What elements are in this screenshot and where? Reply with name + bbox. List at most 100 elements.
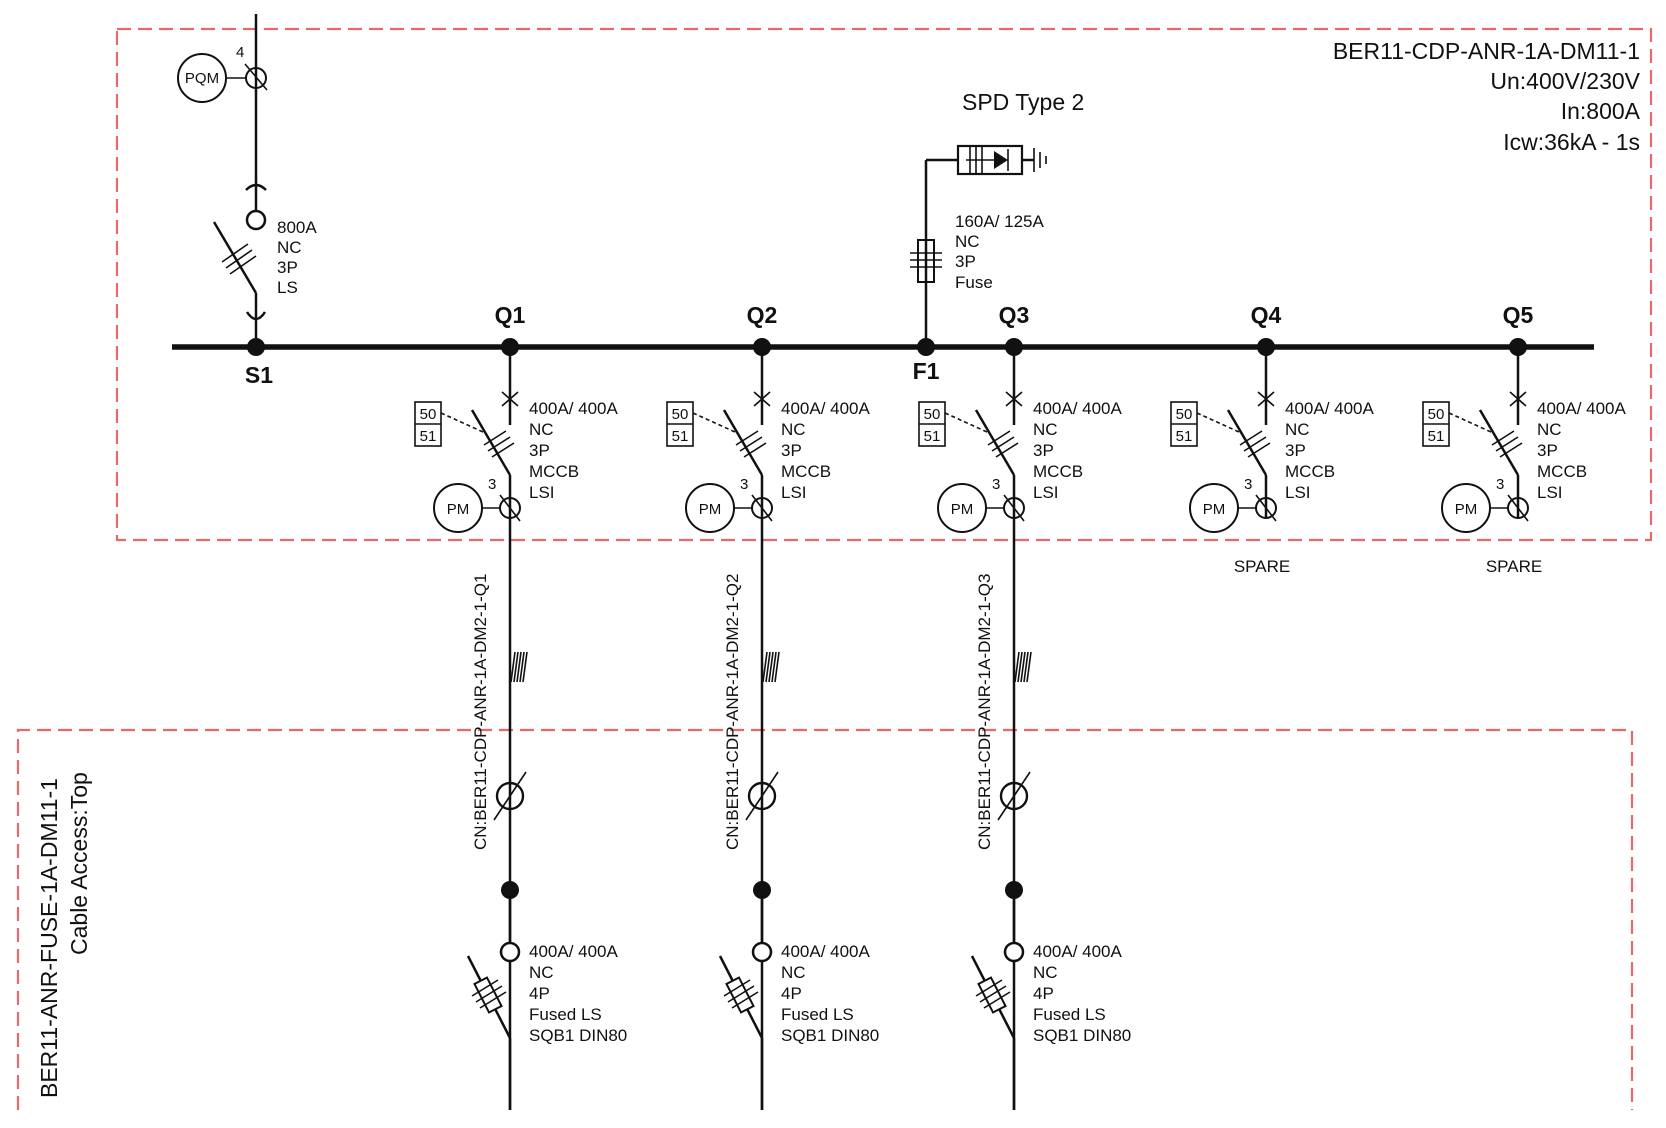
incomer-spec-type: LS xyxy=(277,278,298,297)
feeder-tag: Q2 xyxy=(747,302,778,328)
current-transformer xyxy=(245,67,267,89)
spd-title: SPD Type 2 xyxy=(962,89,1084,115)
cable-label: CN:BER11-CDP-ANR-1A-DM2-1-Q3 xyxy=(975,574,994,850)
bus-node xyxy=(1005,338,1023,356)
spd-fuse-icon xyxy=(910,239,942,283)
cable-gland xyxy=(747,781,777,811)
switch-spec: Fused LS xyxy=(1033,1005,1106,1024)
incomer-disconnect-contact xyxy=(245,209,267,231)
feeder-tag: Q3 xyxy=(999,302,1030,328)
switch-spec: NC xyxy=(781,963,806,982)
relay-code-50: 50 xyxy=(1428,406,1445,423)
panel-voltage: Un:400V/230V xyxy=(1490,68,1640,94)
spare-label: SPARE xyxy=(1486,557,1542,576)
feeder-spec: NC xyxy=(1033,420,1058,439)
switch-spec: NC xyxy=(1033,963,1058,982)
cable-gland xyxy=(495,781,525,811)
ground-icon xyxy=(1033,148,1047,172)
switch-spec: 4P xyxy=(781,984,802,1003)
fused-load-switch xyxy=(970,955,1016,1039)
spd-spec-rating: 160A/ 125A xyxy=(955,212,1045,231)
feeder-spec: 3P xyxy=(1285,441,1306,460)
surge-arrester-icon xyxy=(956,144,1024,176)
pqm-ct-ratio: 4 xyxy=(236,44,244,61)
switch-spec: 4P xyxy=(1033,984,1054,1003)
breaker-blade xyxy=(470,409,512,476)
breaker-blade xyxy=(1226,409,1268,476)
bus-node xyxy=(501,338,519,356)
power-meter xyxy=(433,483,483,533)
switch-spec: 400A/ 400A xyxy=(529,942,619,961)
spd-bus-node xyxy=(917,338,935,356)
fused-load-switch xyxy=(466,955,512,1039)
breaker-blade xyxy=(1478,409,1520,476)
feeder-spec: LSI xyxy=(1285,483,1311,502)
panel-header: BER11-CDP-ANR-1A-DM11-1 Un:400V/230V In:… xyxy=(1333,38,1641,155)
feeder-spec: 400A/ 400A xyxy=(781,399,871,418)
feeder-tag: Q5 xyxy=(1503,302,1534,328)
feeder-spec: 400A/ 400A xyxy=(1033,399,1123,418)
switch-contact xyxy=(1003,941,1025,963)
switch-contact xyxy=(499,941,521,963)
incomer-breaker-blade xyxy=(212,221,258,294)
fuse-panel-name: BER11-ANR-FUSE-1A-DM11-1 xyxy=(36,778,62,1098)
panel-current: In:800A xyxy=(1561,98,1641,124)
incomer-bus-node xyxy=(247,338,265,356)
relay-code-51: 51 xyxy=(420,428,437,445)
relay-code-51: 51 xyxy=(1428,428,1445,445)
pqm-label: PQM xyxy=(185,70,219,87)
switch-spec: NC xyxy=(529,963,554,982)
power-meter-label: PM xyxy=(699,501,722,518)
relay-code-51: 51 xyxy=(924,428,941,445)
switch-spec: SQB1 DIN80 xyxy=(781,1026,879,1045)
switch-spec: SQB1 DIN80 xyxy=(529,1026,627,1045)
power-meter-label: PM xyxy=(447,501,470,518)
incomer-s1: PQM 4 S1 800A NC 3P LS xyxy=(177,14,317,388)
pqm-meter: PQM xyxy=(177,53,227,103)
bus-node xyxy=(1257,338,1275,356)
panel-name: BER11-CDP-ANR-1A-DM11-1 xyxy=(1333,38,1640,64)
feeder-spec: MCCB xyxy=(781,462,831,481)
ct-ratio: 3 xyxy=(740,476,748,493)
feeder-spec: MCCB xyxy=(1537,462,1587,481)
breaker-blade xyxy=(722,409,764,476)
incomer-spec-poles: 3P xyxy=(277,258,298,277)
power-meter xyxy=(1189,483,1239,533)
feeder-spec: 3P xyxy=(781,441,802,460)
feeder-group: 50 51 3PM Q1 400A/ 400A NC 3P MCCB LSI CN:BER11-C… xyxy=(414,302,1627,1110)
bus-node xyxy=(1509,338,1527,356)
feeder-spec: LSI xyxy=(781,483,807,502)
ct-ratio: 3 xyxy=(488,476,496,493)
relay-code-51: 51 xyxy=(1176,428,1193,445)
feeder-spec: 400A/ 400A xyxy=(529,399,619,418)
feeder-tag: Q1 xyxy=(495,302,526,328)
fuse-panel-access: Cable Access:Top xyxy=(66,772,92,955)
feeder-spec: MCCB xyxy=(1285,462,1335,481)
power-meter xyxy=(685,483,735,533)
spd-f1: SPD Type 2 F1 160A/ 125A NC 3 xyxy=(910,89,1084,384)
cable-gland xyxy=(999,781,1029,811)
power-meter-label: PM xyxy=(951,501,974,518)
feeder-spec: NC xyxy=(529,420,554,439)
switch-spec: Fused LS xyxy=(529,1005,602,1024)
relay-code-50: 50 xyxy=(420,406,437,423)
feeder-spec: MCCB xyxy=(529,462,579,481)
spd-tag: F1 xyxy=(913,358,940,384)
incomer-spec-nc: NC xyxy=(277,238,302,257)
spd-spec-type: Fuse xyxy=(955,273,993,292)
ct-ratio: 3 xyxy=(1244,476,1252,493)
switch-spec: SQB1 DIN80 xyxy=(1033,1026,1131,1045)
feeder-spec: 3P xyxy=(1033,441,1054,460)
ct-ratio: 3 xyxy=(992,476,1000,493)
spare-label: SPARE xyxy=(1234,557,1290,576)
power-meter-label: PM xyxy=(1203,501,1226,518)
feeder-spec: LSI xyxy=(1033,483,1059,502)
switch-spec: Fused LS xyxy=(781,1005,854,1024)
spd-spec-poles: 3P xyxy=(955,252,976,271)
